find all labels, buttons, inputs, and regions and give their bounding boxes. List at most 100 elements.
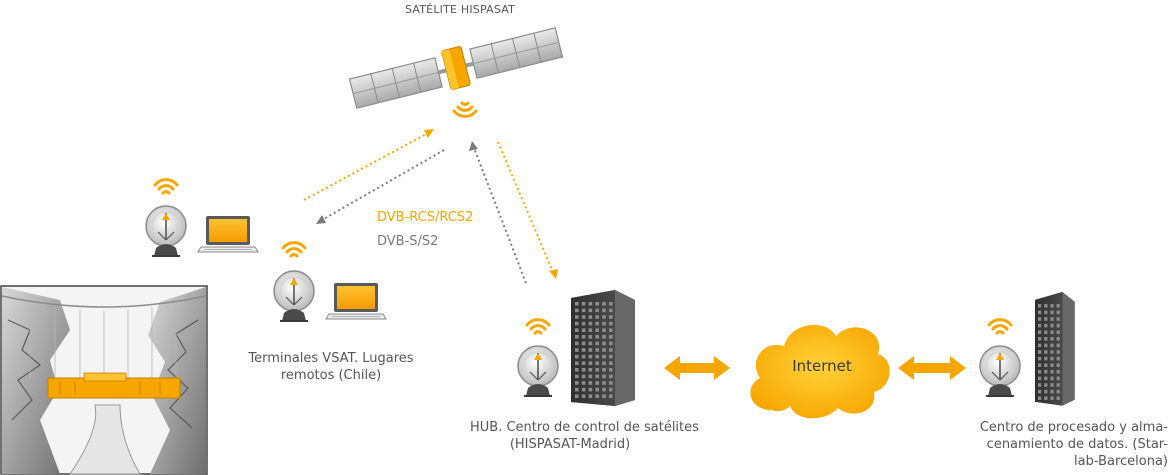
- window: [581, 348, 586, 352]
- window: [588, 341, 593, 346]
- window: [609, 341, 613, 346]
- window: [609, 394, 613, 398]
- window: [595, 387, 599, 392]
- window: [575, 354, 579, 359]
- dish-icon: [517, 345, 559, 397]
- window: [1044, 343, 1048, 348]
- window: [581, 321, 586, 326]
- window: [588, 381, 593, 385]
- window: [595, 381, 599, 385]
- window: [1050, 363, 1054, 367]
- window: [602, 321, 606, 326]
- vsat-terminal-2: [273, 241, 387, 322]
- window: [588, 308, 593, 313]
- uplink-arrow-hub: [469, 141, 527, 284]
- window: [595, 348, 599, 352]
- window: [595, 335, 599, 339]
- window: [609, 374, 613, 379]
- downlink-arrow-hub: [497, 141, 558, 279]
- window: [1050, 304, 1054, 308]
- window: [581, 335, 586, 339]
- window: [588, 315, 593, 319]
- window: [602, 368, 606, 372]
- signal-icon: [987, 318, 1013, 335]
- downlink-arrow-terminals: [316, 149, 445, 224]
- window: [609, 321, 613, 326]
- double-arrow-internet-datacenter: [898, 356, 966, 380]
- window: [609, 315, 613, 319]
- window: [1056, 343, 1060, 348]
- window: [595, 394, 599, 398]
- window: [595, 308, 599, 313]
- window: [575, 328, 579, 332]
- window: [1038, 383, 1042, 387]
- window: [1038, 337, 1042, 341]
- window: [1056, 389, 1060, 394]
- window: [1044, 323, 1048, 328]
- window: [609, 387, 613, 392]
- window: [1050, 310, 1054, 315]
- window: [581, 315, 586, 319]
- window: [602, 387, 606, 392]
- building-windows: [575, 302, 1060, 400]
- dish-icon: [145, 205, 187, 257]
- window: [1056, 370, 1060, 374]
- uplink-protocol-label: DVB-RCS/RCS2: [377, 210, 474, 225]
- window: [575, 315, 579, 319]
- window: [1050, 343, 1054, 348]
- window: [602, 315, 606, 319]
- window: [1044, 304, 1048, 308]
- window: [588, 354, 593, 359]
- window: [575, 381, 579, 385]
- window: [575, 394, 579, 398]
- window: [588, 368, 593, 372]
- window: [609, 335, 613, 339]
- window: [602, 374, 606, 379]
- window: [1056, 323, 1060, 328]
- window: [581, 394, 586, 398]
- dish-icon: [979, 345, 1021, 397]
- window: [575, 321, 579, 326]
- window: [1044, 330, 1048, 334]
- window: [609, 354, 613, 359]
- hub-label-line2: (HISPASAT-Madrid): [509, 437, 631, 452]
- window: [602, 341, 606, 346]
- window: [1056, 330, 1060, 334]
- window: [575, 361, 579, 365]
- window: [575, 387, 579, 392]
- window: [1038, 323, 1042, 328]
- window: [588, 328, 593, 332]
- window: [595, 315, 599, 319]
- uplink-arrow-terminals: [303, 129, 434, 201]
- window: [1038, 330, 1042, 334]
- window: [1050, 330, 1054, 334]
- window: [602, 308, 606, 313]
- window: [609, 381, 613, 385]
- window: [1056, 383, 1060, 387]
- window: [1050, 376, 1054, 381]
- building-icon: [1035, 292, 1075, 406]
- window: [609, 328, 613, 332]
- window: [1038, 363, 1042, 367]
- window: [1050, 389, 1054, 394]
- window: [1050, 356, 1054, 361]
- window: [1056, 376, 1060, 381]
- window: [595, 354, 599, 359]
- window: [1044, 370, 1048, 374]
- window: [602, 381, 606, 385]
- window: [581, 354, 586, 359]
- window: [602, 354, 606, 359]
- window: [602, 302, 606, 306]
- window: [595, 302, 599, 306]
- window: [1056, 310, 1060, 315]
- window: [595, 361, 599, 365]
- window: [1038, 376, 1042, 381]
- window: [575, 308, 579, 313]
- window: [595, 374, 599, 379]
- window: [595, 321, 599, 326]
- window: [581, 308, 586, 313]
- window: [609, 361, 613, 365]
- window: [575, 302, 579, 306]
- window: [1038, 370, 1042, 374]
- window: [1044, 389, 1048, 394]
